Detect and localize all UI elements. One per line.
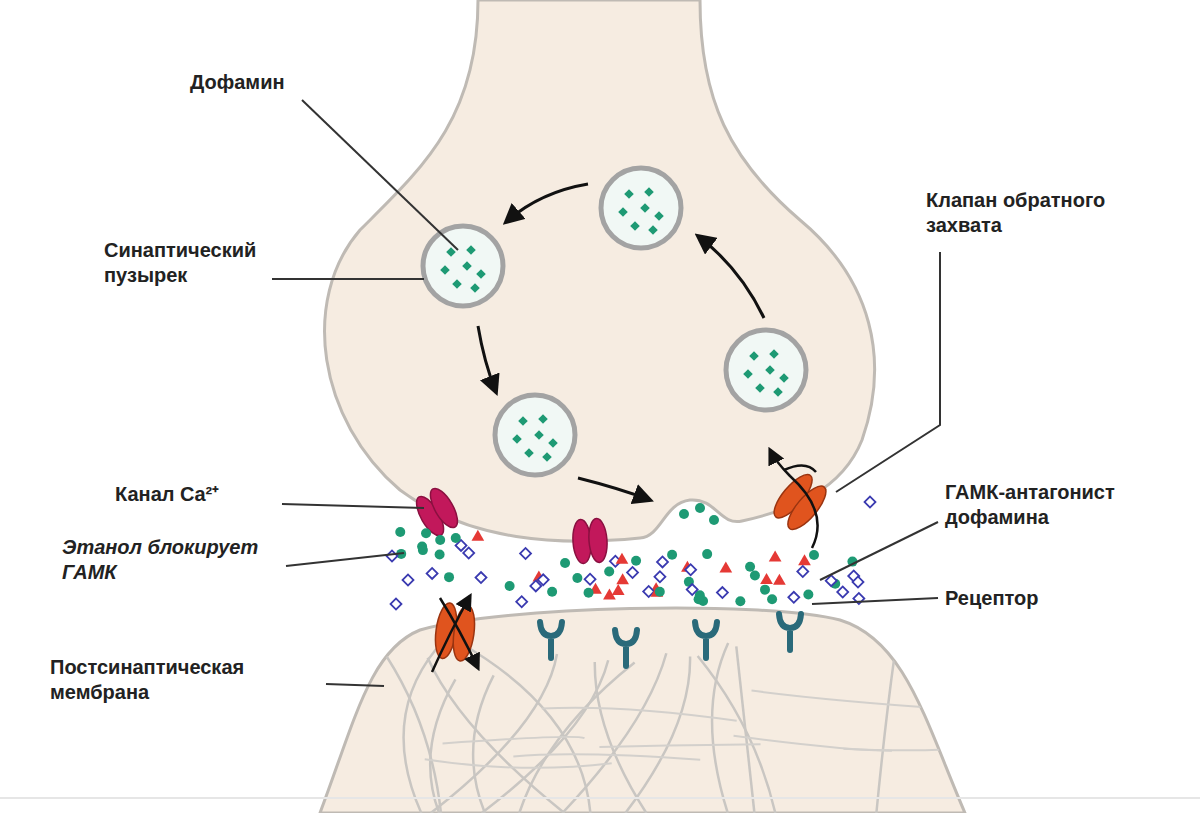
label-dopamine: Дофамин: [190, 70, 390, 95]
label-reuptake: Клапан обратного захвата: [926, 188, 1186, 238]
synaptic-vesicles: [423, 168, 806, 475]
transport-arrows: [770, 450, 818, 548]
calcium-channel: [572, 518, 609, 564]
label-vesicle: Синаптический пузырек: [104, 238, 326, 288]
bottom-rule: [0, 797, 1200, 799]
label-membrane: Постсинаптическая мембрана: [50, 655, 322, 705]
receptor-symbol: [779, 614, 801, 650]
postsynaptic-cell: [320, 608, 965, 813]
label-gaba: ГАМК-антагонист дофамина: [945, 480, 1183, 530]
synaptic-vesicle: [495, 395, 575, 475]
presynaptic-terminal: [325, 0, 875, 541]
receptors: [540, 614, 801, 666]
transport-arrows: [432, 596, 478, 672]
cleft-molecules: [387, 497, 876, 610]
receptor-symbol: [540, 622, 562, 658]
cytoskeleton-fibers: [387, 642, 1028, 813]
calcium-channel: [411, 484, 462, 539]
receptor-symbol: [695, 622, 717, 658]
label-receptor: Рецептор: [945, 586, 1105, 611]
released-dopamine: [679, 503, 719, 525]
synaptic-vesicle: [423, 226, 503, 306]
synaptic-vesicle: [601, 168, 681, 248]
label-ethanol: Этанол блокирует ГАМК: [62, 535, 286, 585]
leader-lines: [272, 100, 940, 686]
receptor-symbol: [615, 630, 637, 666]
reuptake-transporter: [768, 469, 832, 535]
synaptic-vesicle: [726, 330, 806, 410]
label-ca-channel: Канал Ca²⁺: [115, 482, 285, 507]
